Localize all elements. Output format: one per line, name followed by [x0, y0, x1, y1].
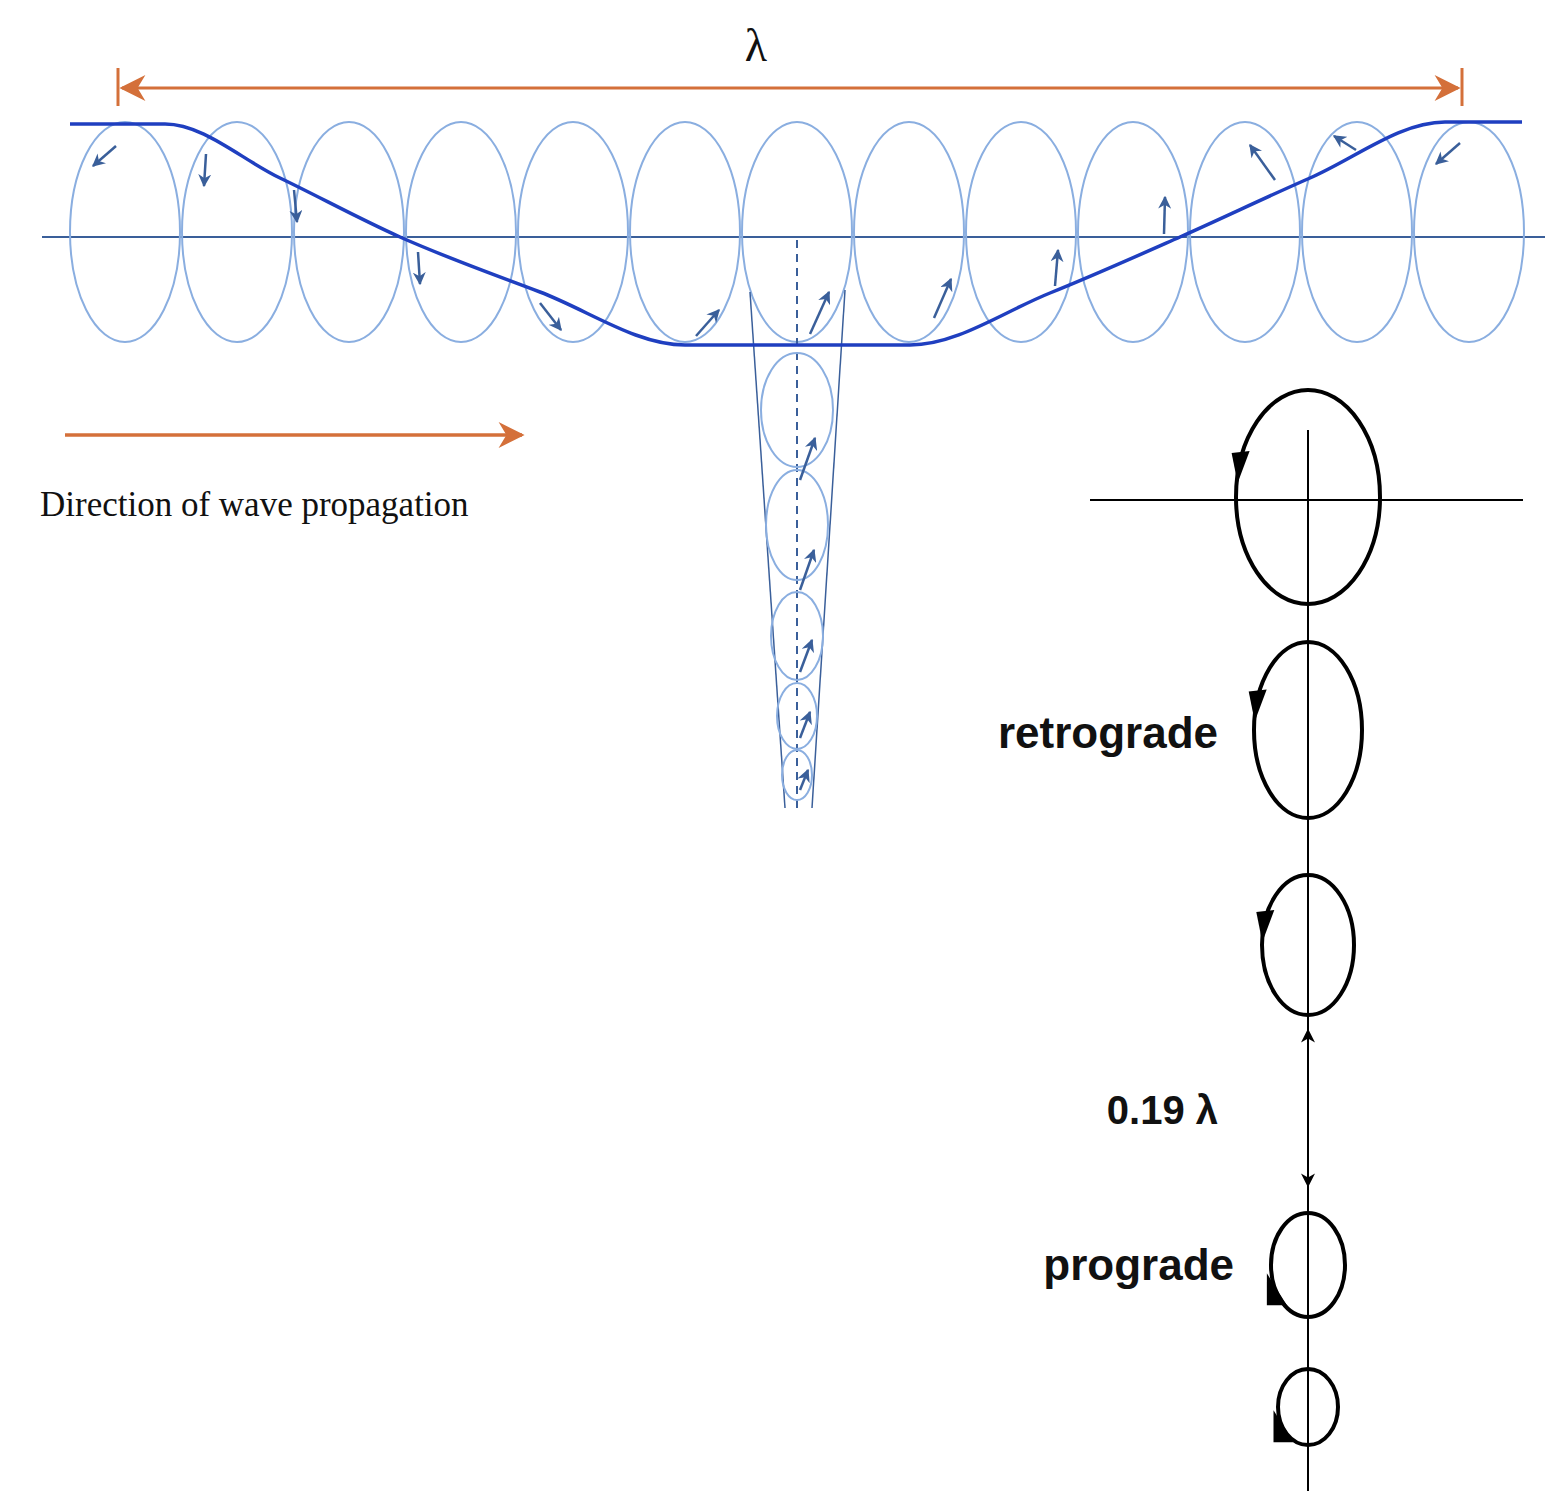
rotation-arrowhead — [1274, 1410, 1294, 1442]
particle-orbit — [630, 122, 740, 342]
velocity-arrow — [800, 770, 808, 790]
velocity-arrow — [204, 154, 206, 186]
deep-orbit — [771, 592, 823, 680]
particle-orbit — [518, 122, 628, 342]
propagation-label: Direction of wave propagation — [40, 486, 469, 525]
dimension-arrow — [1307, 1030, 1309, 1100]
dimension-arrow — [1307, 1110, 1309, 1186]
velocity-arrow — [696, 310, 719, 336]
motion-label: prograde — [1043, 1241, 1234, 1289]
rotation-arrowhead — [1232, 451, 1250, 483]
deep-orbit — [761, 353, 833, 467]
wavelength-arrow — [122, 87, 1458, 90]
velocity-arrow — [418, 252, 420, 284]
still-water-line — [42, 236, 1545, 238]
velocity-arrow — [800, 438, 815, 480]
depth-axis — [796, 240, 798, 808]
particle-orbit — [742, 122, 852, 342]
deep-orbit — [766, 470, 828, 580]
velocity-arrow — [800, 712, 810, 738]
velocity-arrow — [800, 640, 812, 672]
velocity-arrow — [1436, 143, 1460, 164]
rotation-arrowhead — [1249, 690, 1267, 722]
velocity-arrow — [294, 190, 297, 222]
velocity-arrow — [1164, 197, 1165, 234]
velocity-arrow — [540, 303, 561, 330]
particle-orbit — [1190, 122, 1300, 342]
particle-orbit — [70, 122, 180, 342]
particle-orbit — [182, 122, 292, 342]
rayleigh-orbit — [1262, 875, 1354, 1015]
propagation-arrow — [65, 433, 522, 437]
particle-orbit — [966, 122, 1076, 342]
rotation-arrowhead — [1256, 910, 1274, 942]
velocity-arrow — [93, 146, 116, 166]
dimension-label: 0.19 λ — [1107, 1088, 1218, 1132]
surface-line — [1090, 499, 1523, 501]
motion-label: retrograde — [998, 709, 1218, 757]
wavelength-tick — [1461, 68, 1464, 106]
depth-axis — [1307, 430, 1309, 1491]
velocity-arrow — [810, 292, 829, 334]
particle-orbit — [406, 122, 516, 342]
velocity-arrow — [1250, 145, 1275, 180]
velocity-arrow — [800, 550, 814, 590]
velocity-arrow — [1055, 250, 1058, 286]
depth-funnel — [812, 290, 845, 808]
rotation-arrowhead — [1267, 1273, 1287, 1305]
velocity-arrow — [934, 279, 951, 318]
wavelength-tick — [117, 68, 120, 106]
deep-orbit — [777, 683, 817, 749]
wave-profile — [70, 122, 1522, 345]
particle-orbit — [1414, 122, 1524, 342]
particle-orbit — [1078, 122, 1188, 342]
particle-orbit — [854, 122, 964, 342]
wavelength-symbol: λ — [745, 21, 767, 72]
rayleigh-orbit — [1236, 390, 1380, 604]
rayleigh-orbit — [1254, 642, 1362, 818]
velocity-arrow — [1334, 136, 1356, 150]
deep-orbit — [782, 750, 812, 800]
